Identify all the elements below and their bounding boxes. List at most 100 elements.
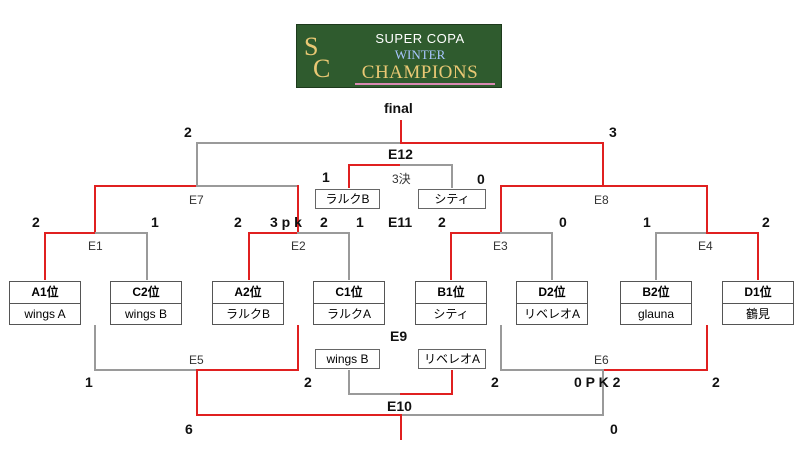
e2-right-line xyxy=(297,232,349,234)
e4-right-score: 2 xyxy=(762,214,770,230)
e6-right-line xyxy=(602,369,708,371)
sc-logo-icon: S C xyxy=(304,32,330,83)
e1-left-line xyxy=(44,232,95,234)
team-name: wings B xyxy=(124,307,168,321)
banner-title-super-copa: SUPER COPA xyxy=(375,31,465,46)
e4-right-drop xyxy=(757,232,759,280)
final-left-score: 2 xyxy=(184,124,192,140)
e12-right-line xyxy=(400,142,604,144)
team-box-b2: B2位 glauna xyxy=(620,281,692,325)
e6-left-line xyxy=(500,369,604,371)
e5-right-score: 2 xyxy=(304,374,312,390)
team-rank: A1位 xyxy=(10,282,80,304)
e10-right-score: 0 xyxy=(610,421,618,437)
e2-label: E2 xyxy=(291,239,306,253)
e1-label: E1 xyxy=(88,239,103,253)
team-name: ラルクA xyxy=(326,307,371,321)
e9-right-line xyxy=(400,393,453,395)
team-box-c1: C1位 ラルクA xyxy=(313,281,385,325)
e11-left-line xyxy=(348,164,401,166)
e11-left-score: 1 xyxy=(322,169,330,185)
e10-stem-line xyxy=(400,414,402,440)
e9-right-team-box: リベレオA xyxy=(418,349,486,369)
e12-label: E12 xyxy=(388,146,413,162)
team-rank: B1位 xyxy=(416,282,486,304)
e5-right-rise xyxy=(297,325,299,370)
e6-pk-note: 0 P K 2 xyxy=(574,374,621,390)
team-name: リベレオA xyxy=(523,307,580,321)
e12-left-drop xyxy=(196,142,198,186)
svg-text:C: C xyxy=(313,54,330,83)
team-box-b1: B1位 シティ xyxy=(415,281,487,325)
team-name: ラルクB xyxy=(225,307,270,321)
banner-underline xyxy=(355,83,495,85)
e7-left-line xyxy=(95,185,198,187)
e5-winner-drop xyxy=(196,369,198,415)
team-rank: C2位 xyxy=(111,282,181,304)
e1-left-score: 2 xyxy=(32,214,40,230)
e4-label: E4 xyxy=(698,239,713,253)
e2-left-score: 2 xyxy=(320,214,328,230)
e3-right-line xyxy=(500,232,553,234)
e11-left-team-box: ラルクB xyxy=(315,189,380,209)
e4-left-line xyxy=(655,232,708,234)
e6-right-score: 2 xyxy=(712,374,720,390)
e7-right-score: 1 xyxy=(151,214,159,230)
e2-left-line xyxy=(248,232,299,234)
e6-left-rise xyxy=(500,325,502,370)
e7-right-drop xyxy=(297,185,299,233)
e9-left-line xyxy=(348,393,401,395)
e7-right-line xyxy=(196,185,299,187)
banner-title-champions: CHAMPIONS xyxy=(361,62,479,83)
e10-left-score: 6 xyxy=(185,421,193,437)
e11-left-drop xyxy=(348,164,350,188)
e7-left-score: 2 xyxy=(234,214,242,230)
e10-left-line xyxy=(196,414,401,416)
e3-left-line xyxy=(450,232,502,234)
team-name: シティ xyxy=(433,307,469,321)
e11-right-line xyxy=(400,164,452,166)
e8-right-line xyxy=(602,185,708,187)
e9-left-rise xyxy=(348,370,350,394)
e10-label: E10 xyxy=(387,398,412,414)
third-place-label: 3決 xyxy=(392,172,411,186)
e11-right-score: 0 xyxy=(477,171,485,187)
e12-right-drop xyxy=(602,142,604,186)
team-rank: D2位 xyxy=(517,282,587,304)
e3-left-drop xyxy=(450,232,452,280)
svg-text:S: S xyxy=(304,32,318,61)
team-box-d2: D2位 リベレオA xyxy=(516,281,588,325)
final-right-score: 3 xyxy=(609,124,617,140)
e3-label: E3 xyxy=(493,239,508,253)
super-copa-banner: S C SUPER COPA WINTER CHAMPIONS xyxy=(296,24,502,88)
e5-left-rise xyxy=(94,325,96,370)
e2-pk-note: 3 p k xyxy=(270,214,302,230)
e8-right-score: 1 xyxy=(643,214,651,230)
e3-right-drop xyxy=(551,232,553,280)
e11-right-drop xyxy=(451,164,453,188)
e6-right-rise xyxy=(706,325,708,370)
team-box-c2: C2位 wings B xyxy=(110,281,182,325)
e9-score: 2 xyxy=(491,374,499,390)
team-rank: C1位 xyxy=(314,282,384,304)
e5-right-line xyxy=(196,369,299,371)
team-box-d1: D1位 鶴見 xyxy=(722,281,794,325)
e8-left-score: 0 xyxy=(559,214,567,230)
e8-left-line xyxy=(500,185,604,187)
team-rank: A2位 xyxy=(213,282,283,304)
e1-right-drop xyxy=(146,232,148,280)
e1-right-score: 1 xyxy=(356,214,364,230)
e11-right-team-box: シティ xyxy=(418,189,486,209)
team-rank: B2位 xyxy=(621,282,691,304)
e10-right-line xyxy=(400,414,604,416)
e5-label: E5 xyxy=(189,353,204,367)
e7-label: E7 xyxy=(189,193,204,207)
e6-loser-drop xyxy=(602,369,604,415)
banner-title-winter: WINTER xyxy=(394,47,446,62)
team-name: wings A xyxy=(24,307,66,321)
final-label: final xyxy=(384,100,413,116)
team-name: glauna xyxy=(637,307,675,321)
e6-label: E6 xyxy=(594,353,609,367)
e1-right-line xyxy=(95,232,147,234)
